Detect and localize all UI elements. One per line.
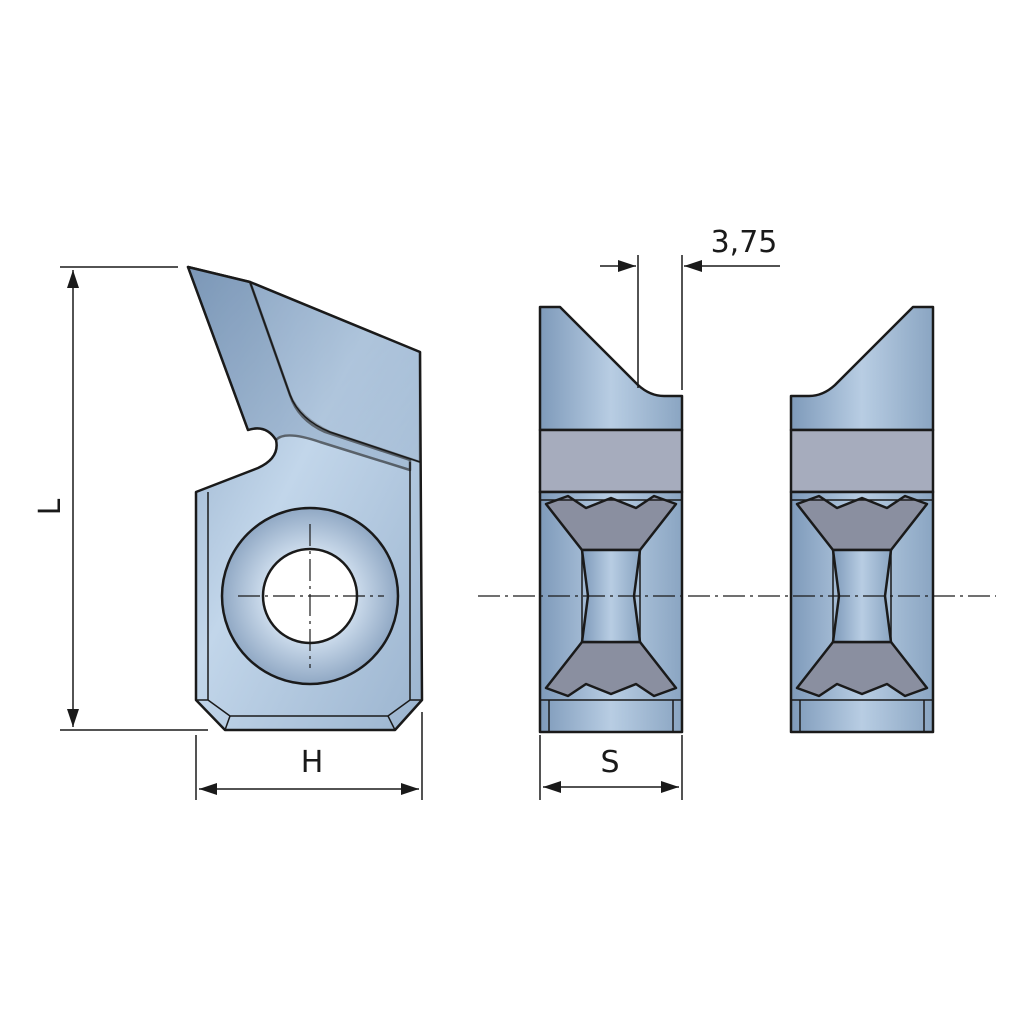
dimension-offset: 3,75 — [600, 225, 780, 390]
chamfer-left — [224, 715, 231, 731]
chamfer-right — [387, 715, 396, 731]
dimension-length: L — [33, 266, 208, 731]
thickness-label: S — [600, 745, 619, 780]
length-label: L — [33, 498, 68, 515]
dimension-width: H — [195, 712, 423, 800]
mirror-tip — [789, 305, 935, 432]
width-label: H — [301, 745, 324, 780]
mirror-band — [789, 428, 935, 494]
side-view-insert-right — [789, 305, 935, 734]
dimension-thickness: S — [539, 735, 683, 800]
front-view-insert — [186, 265, 424, 732]
side-view-insert-left — [538, 305, 684, 734]
left-facet-line — [545, 503, 583, 689]
offset-label: 3,75 — [711, 225, 778, 260]
side-tip — [538, 305, 684, 432]
cutting-edge-face — [186, 265, 412, 472]
top-face-edge — [249, 281, 421, 463]
bottom-chamfer — [196, 699, 422, 717]
side-band — [538, 428, 684, 494]
